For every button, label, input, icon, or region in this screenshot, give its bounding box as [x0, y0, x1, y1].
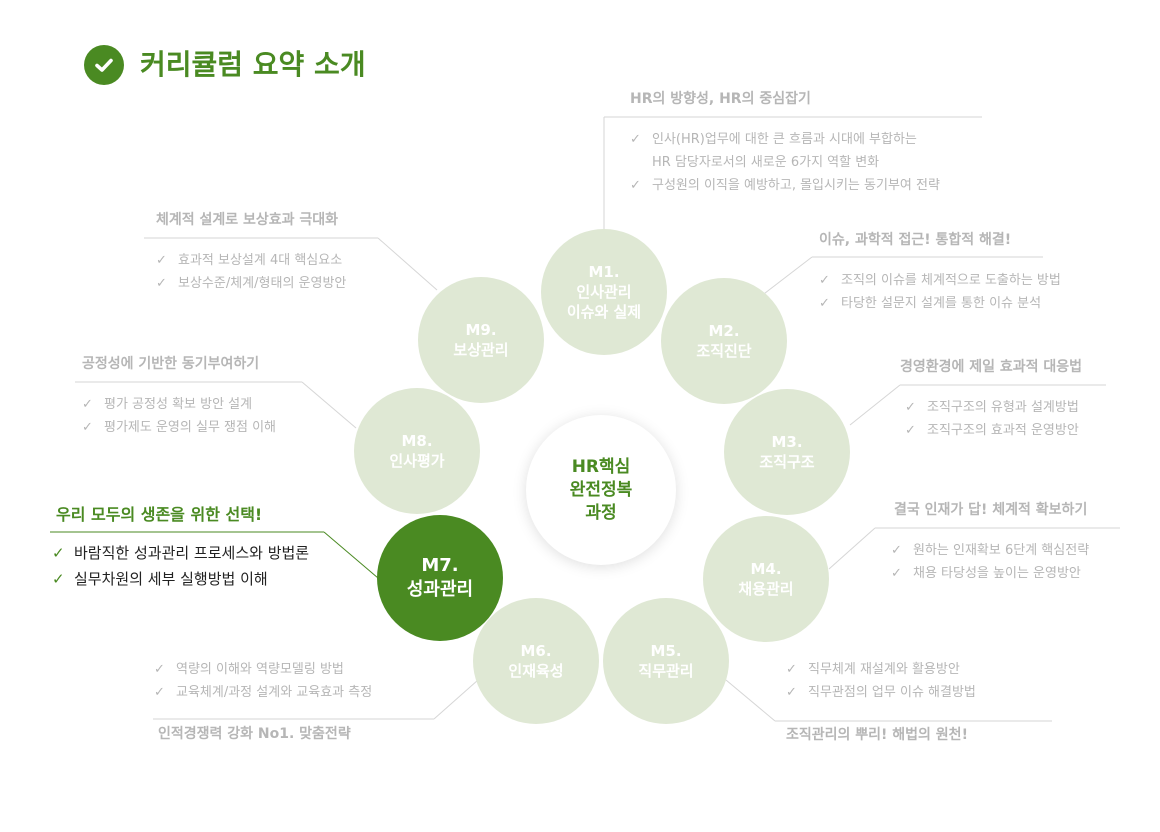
module-m8-circle[interactable]: M8. 인사평가 [354, 388, 480, 514]
module-m3-circle[interactable]: M3. 조직구조 [724, 389, 850, 515]
list-item: ✓바람직한 성과관리 프로세스와 방법론 [52, 540, 309, 566]
module-code: M5. [650, 642, 682, 660]
list-item: ✓타당한 설문지 설계를 통한 이슈 분석 [819, 292, 1061, 315]
module-code: M7. [421, 555, 459, 576]
list-item: ✓조직의 이슈를 체계적으로 도출하는 방법 [819, 269, 1061, 292]
module-name: 채용관리 [738, 580, 794, 598]
module-title: 경영환경에 제일 효과적 대응법 [900, 359, 1083, 375]
module-name: 인사관리 이슈와 실제 [566, 283, 642, 321]
module-m1-description: HR의 방향성, HR의 중심잡기 ✓인사(HR)업무에 대한 큰 흐름과 시대… [630, 88, 940, 197]
module-title: 우리 모두의 생존을 위한 선택! [56, 505, 263, 524]
module-name: 인재육성 [508, 662, 564, 680]
module-name: 직무관리 [638, 662, 694, 680]
list-item: ✓구성원의 이직을 예방하고, 몰입시키는 동기부여 전략 [630, 174, 940, 197]
list-item: ✓인사(HR)업무에 대한 큰 흐름과 시대에 부합하는 [630, 128, 940, 151]
course-center-circle: HR핵심 완전정복 과정 [526, 415, 676, 565]
check-icon: ✓ [630, 178, 641, 193]
check-icon: ✓ [82, 420, 93, 435]
list-item: ✓실무차원의 세부 실행방법 이해 [52, 566, 309, 592]
page-header: 커리큘럼 요약 소개 [84, 45, 366, 85]
list-item: ✓원하는 인재확보 6단계 핵심전략 [891, 539, 1089, 562]
module-title: 결국 인재가 답! 체계적 확보하기 [894, 502, 1088, 518]
check-icon: ✓ [905, 423, 916, 438]
check-icon: ✓ [786, 662, 797, 677]
module-code: M3. [771, 433, 803, 451]
module-name: 인사평가 [389, 452, 445, 470]
module-m2-circle[interactable]: M2. 조직진단 [661, 278, 787, 404]
module-code: M8. [401, 432, 433, 450]
list-item: ✓역량의 이해와 역량모델링 방법 [154, 658, 372, 681]
module-m7-description: 우리 모두의 생존을 위한 선택! ✓바람직한 성과관리 프로세스와 방법론 ✓… [52, 501, 309, 592]
module-name: 보상관리 [453, 341, 509, 359]
list-item: ✓직무체계 재설계와 활용방안 [786, 658, 976, 681]
module-m9-circle[interactable]: M9. 보상관리 [418, 277, 544, 403]
module-code: M6. [520, 642, 552, 660]
module-m2-description: 이슈, 과학적 접근! 통합적 해결! ✓조직의 이슈를 체계적으로 도출하는 … [819, 229, 1061, 315]
check-icon: ✓ [156, 276, 167, 291]
check-icon: ✓ [819, 273, 830, 288]
check-icon: ✓ [786, 685, 797, 700]
check-icon: ✓ [156, 253, 167, 268]
check-icon: ✓ [52, 544, 65, 562]
module-title: 공정성에 기반한 동기부여하기 [82, 356, 260, 372]
module-m4-description: 결국 인재가 답! 체계적 확보하기 ✓원하는 인재확보 6단계 핵심전략 ✓채… [891, 499, 1089, 585]
module-m5-circle[interactable]: M5. 직무관리 [603, 598, 729, 724]
module-name: 조직구조 [759, 453, 815, 471]
list-item: ✓조직구조의 효과적 운영방안 [905, 419, 1082, 442]
check-icon: ✓ [630, 132, 641, 147]
module-code: M1. [588, 263, 620, 281]
list-item: ✓평가제도 운영의 실무 쟁점 이해 [82, 416, 276, 439]
list-item: HR 담당자로서의 새로운 6가지 역할 변화 [652, 155, 880, 170]
module-name: 조직진단 [696, 342, 752, 360]
module-m4-circle[interactable]: M4. 채용관리 [703, 516, 829, 642]
list-item: ✓효과적 보상설계 4대 핵심요소 [156, 249, 346, 272]
check-icon: ✓ [891, 566, 902, 581]
module-title: HR의 방향성, HR의 중심잡기 [630, 91, 811, 107]
module-code: M2. [708, 322, 740, 340]
module-m9-description: 체계적 설계로 보상효과 극대화 ✓효과적 보상설계 4대 핵심요소 ✓보상수준… [156, 209, 346, 295]
check-icon: ✓ [154, 662, 165, 677]
list-item: ✓직무관점의 업무 이슈 해결방법 [786, 681, 976, 704]
list-item: ✓채용 타당성을 높이는 운영방안 [891, 562, 1089, 585]
module-name: 성과관리 [406, 579, 474, 600]
check-icon: ✓ [52, 570, 65, 588]
check-icon: ✓ [819, 296, 830, 311]
list-item: ✓교육체계/과정 설계와 교육효과 측정 [154, 681, 372, 704]
module-m3-description: 경영환경에 제일 효과적 대응법 ✓조직구조의 유형과 설계방법 ✓조직구조의 … [900, 356, 1082, 442]
check-circle-icon [84, 45, 124, 85]
module-code: M9. [465, 321, 497, 339]
module-title: 인적경쟁력 강화 No1. 맞춤전략 [158, 726, 351, 742]
module-m1-circle[interactable]: M1. 인사관리 이슈와 실제 [541, 229, 667, 355]
module-m6-circle[interactable]: M6. 인재육성 [473, 598, 599, 724]
module-title: 이슈, 과학적 접근! 통합적 해결! [819, 232, 1012, 248]
module-m8-description: 공정성에 기반한 동기부여하기 ✓평가 공정성 확보 방안 설계 ✓평가제도 운… [82, 353, 276, 439]
list-item: ✓보상수준/체계/형태의 운영방안 [156, 272, 346, 295]
module-m6-description: ✓역량의 이해와 역량모델링 방법 ✓교육체계/과정 설계와 교육효과 측정 인… [154, 658, 372, 743]
check-icon: ✓ [154, 685, 165, 700]
check-icon: ✓ [82, 397, 93, 412]
list-item: ✓평가 공정성 확보 방안 설계 [82, 393, 276, 416]
module-title: 체계적 설계로 보상효과 극대화 [156, 212, 339, 228]
check-icon: ✓ [905, 400, 916, 415]
list-item: ✓조직구조의 유형과 설계방법 [905, 396, 1082, 419]
module-code: M4. [750, 560, 782, 578]
page-title: 커리큘럼 요약 소개 [140, 48, 366, 81]
module-m5-description: ✓직무체계 재설계와 활용방안 ✓직무관점의 업무 이슈 해결방법 조직관리의 … [786, 658, 976, 744]
check-icon: ✓ [891, 543, 902, 558]
module-title: 조직관리의 뿌리! 해법의 원천! [786, 727, 968, 743]
module-m7-circle[interactable]: M7. 성과관리 [377, 515, 503, 641]
